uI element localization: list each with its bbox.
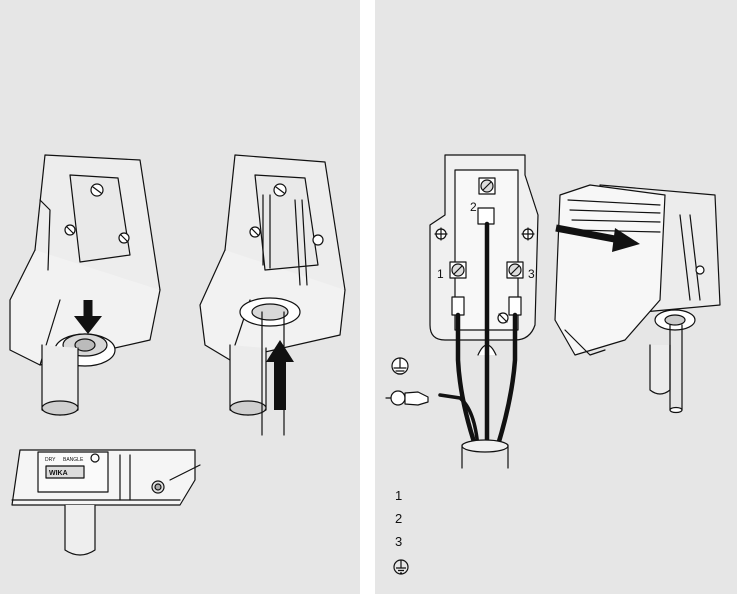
terminal-label-3: 3 — [528, 267, 535, 281]
legend-item-2: 2 — [395, 511, 403, 526]
legend-item-1: 1 — [395, 488, 403, 503]
wiring-diagram-figure — [385, 154, 539, 469]
terminal-label-2: 2 — [470, 200, 477, 214]
terminal-label-1: 1 — [437, 267, 444, 281]
plate-text-bangle: BANGLE — [63, 457, 84, 463]
cover-removal-figure — [554, 184, 721, 414]
legend-item-3: 3 — [395, 534, 403, 549]
plate-brand: WIKA — [49, 470, 68, 477]
plate-text-dry: DRY — [45, 457, 56, 463]
cable-insertion-figure — [199, 154, 346, 436]
earth-ground-icon — [393, 559, 409, 575]
housing-nut-removal-figure — [9, 154, 161, 416]
label-plate-figure — [11, 449, 201, 556]
